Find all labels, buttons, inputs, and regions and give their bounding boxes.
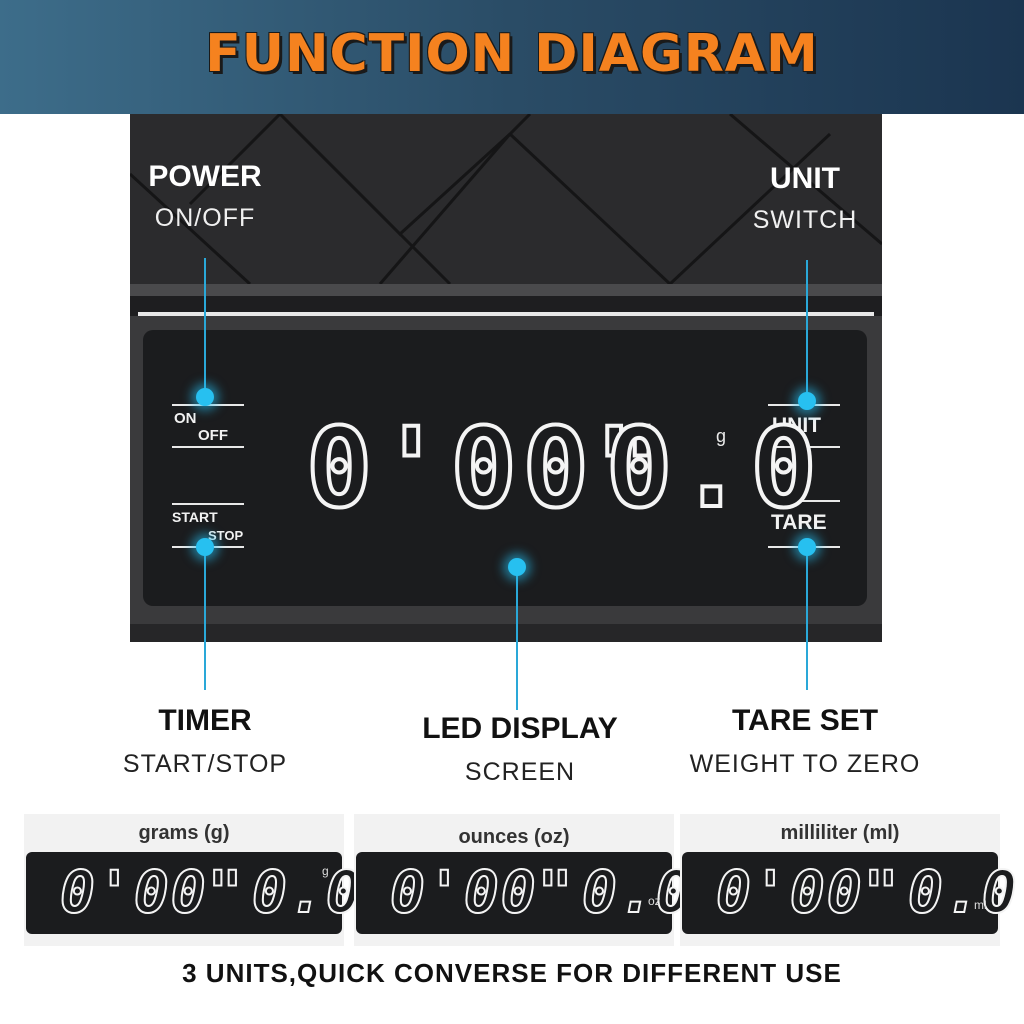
weight-readout: 0.0 bbox=[604, 404, 823, 532]
display-subtitle: SCREEN bbox=[464, 758, 576, 786]
tare-indicator-dot bbox=[798, 538, 816, 556]
unit-subtitle: SWITCH bbox=[752, 206, 858, 234]
unit-card-milliliter: milliliter (ml) 0'00" 0.0 ml bbox=[680, 814, 1018, 946]
unit-card-timer: 0'00" bbox=[715, 857, 901, 927]
unit-indicator-dot bbox=[798, 392, 816, 410]
tare-subtitle: WEIGHT TO ZERO bbox=[689, 750, 921, 778]
timer-button-line-top bbox=[172, 503, 244, 505]
page-title: FUNCTION DIAGRAM bbox=[205, 24, 819, 84]
unit-card-screen: 0'00" 0.0 g bbox=[26, 852, 362, 934]
display-connector-line bbox=[516, 570, 518, 710]
unit-card-timer: 0'00" bbox=[59, 857, 245, 927]
weight-unit: g bbox=[716, 426, 727, 446]
unit-connector-line bbox=[806, 260, 808, 400]
power-connector-line bbox=[204, 258, 206, 400]
timer-connector-line bbox=[204, 550, 206, 690]
unit-card-ounces: ounces (oz) 0'00" 0.0 oz bbox=[354, 814, 692, 946]
timer-indicator-dot bbox=[196, 538, 214, 556]
footer-caption: 3 UNITS,QUICK CONVERSE FOR DIFFERENT USE bbox=[182, 958, 842, 988]
stop-label[interactable]: STOP bbox=[208, 528, 244, 543]
unit-card-unit: ml bbox=[974, 898, 987, 912]
tare-button-label[interactable]: TARE bbox=[771, 511, 827, 534]
unit-card-screen: 0'00" 0.0 ml bbox=[682, 852, 1018, 934]
unit-card-unit: oz bbox=[648, 894, 661, 908]
display-title: LED DISPLAY bbox=[422, 712, 618, 745]
power-button-line-bottom bbox=[172, 446, 244, 448]
unit-title: UNIT bbox=[770, 162, 840, 195]
unit-button-line-bottom bbox=[768, 446, 840, 448]
unit-card-weight: 0.0 bbox=[251, 857, 363, 927]
power-title: POWER bbox=[148, 160, 262, 193]
power-indicator-dot bbox=[196, 388, 214, 406]
on-label[interactable]: ON bbox=[174, 410, 197, 427]
unit-card-unit: g bbox=[322, 864, 329, 878]
timer-title: TIMER bbox=[158, 704, 252, 737]
unit-button-label[interactable]: UNIT bbox=[772, 414, 821, 437]
start-label[interactable]: START bbox=[172, 509, 218, 525]
header-banner: FUNCTION DIAGRAM bbox=[0, 0, 1024, 114]
power-subtitle: ON/OFF bbox=[154, 204, 256, 232]
unit-card-weight: 0.0 bbox=[581, 857, 693, 927]
unit-card-grams: grams (g) 0'00" 0.0 g bbox=[24, 814, 362, 946]
tare-connector-line bbox=[806, 550, 808, 690]
display-indicator-dot bbox=[508, 558, 526, 576]
unit-card-screen: 0'00" 0.0 oz bbox=[356, 852, 692, 934]
unit-card-timer: 0'00" bbox=[389, 857, 575, 927]
timer-subtitle: START/STOP bbox=[122, 750, 288, 778]
unit-card-weight: 0.0 bbox=[907, 857, 1019, 927]
off-label[interactable]: OFF bbox=[198, 427, 228, 444]
unit-card-title: ounces (oz) bbox=[458, 826, 570, 848]
display-panel bbox=[143, 330, 867, 606]
unit-card-title: grams (g) bbox=[138, 822, 230, 844]
unit-card-title: milliliter (ml) bbox=[780, 822, 900, 844]
timer-readout: 0'00" bbox=[304, 404, 668, 532]
tare-title: TARE SET bbox=[731, 704, 879, 737]
tare-button-line-top bbox=[768, 500, 840, 502]
